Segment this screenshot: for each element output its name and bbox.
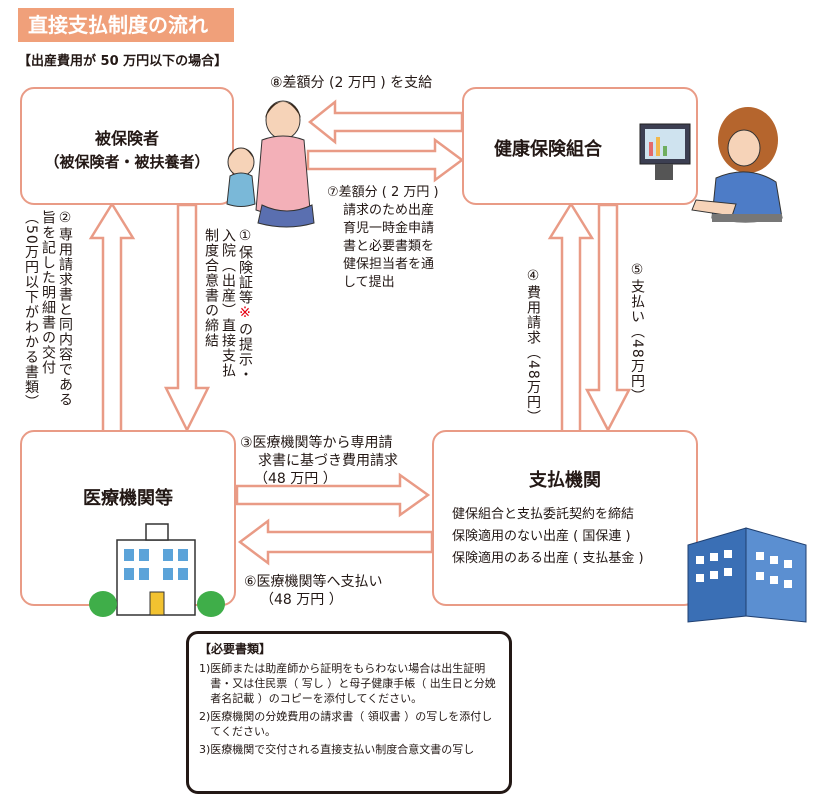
required-docs-heading: 【必要書類】: [199, 642, 272, 656]
page-title: 直接支払制度の流れ: [18, 8, 234, 42]
required-docs-item-1: 1) 医師または助産師から証明をもらわない場合は出生証明書・又は住民票（ 写し …: [199, 661, 499, 706]
union-title: 健康保険組合: [494, 139, 602, 160]
medical-box: 医療機関等: [20, 430, 236, 606]
flow-3-line-1: ③医療機関等から専用請: [240, 435, 393, 451]
arrow-7: [306, 137, 465, 183]
arrow-3: [235, 472, 431, 518]
flow-4-label: ④費用請求（48万円）: [525, 268, 541, 425]
insured-subtitle: （被保険者・被扶養者）: [44, 153, 210, 171]
arrow-6: [237, 518, 434, 566]
flow-1-mark: ※: [237, 305, 253, 322]
arrow-5: [584, 203, 632, 433]
required-docs-item-2-text: 医療機関の分娩費用の請求書（ 領収書 ）の写しを添付してください。: [210, 710, 493, 738]
flow-1-line-2: の提示・: [237, 322, 253, 382]
flow-2-line-2: 旨を記した明細書の交付: [40, 210, 56, 375]
flow-1-label: ①保険証等※の提示・ 入院（出産）直接支払 制度合意書の締結: [202, 228, 253, 408]
required-docs-box: 【必要書類】 1) 医師または助産師から証明をもらわない場合は出生証明書・又は住…: [186, 631, 512, 794]
required-docs-item-1-text: 医師または助産師から証明をもらわない場合は出生証明書・又は住民票（ 写し ）と母…: [210, 662, 496, 705]
flow-1-line-4: 制度合意書の締結: [203, 228, 219, 348]
flow-5-label: ⑤支払い（48万円）: [629, 262, 645, 404]
flow-6-label: ⑥医療機関等へ支払い （48 万円 ）: [244, 573, 383, 609]
flow-3-line-3: （48 万円 ）: [254, 471, 337, 487]
insured-box: 被保険者 （被保険者・被扶養者）: [20, 87, 234, 205]
insured-title: 被保険者: [94, 129, 159, 148]
flow-2-line-3: （50万円以下がわかる書類）: [23, 210, 39, 410]
condition-label: 【出産費用が 50 万円以下の場合】: [18, 54, 228, 69]
payment-line-3: 保険適用のある出産 ( 支払基金 ): [452, 551, 644, 566]
required-docs-item-3: 3) 医療機関で交付される直接支払い制度合意文書の写し: [199, 742, 499, 757]
required-docs-item-2-num: 2): [199, 710, 211, 723]
required-docs-item-2: 2) 医療機関の分娩費用の請求書（ 領収書 ）の写しを添付してください。: [199, 709, 499, 739]
flow-2-line-1: ②専用請求書と同内容である: [57, 210, 73, 407]
flow-7-line-5: 健保担当者を通: [343, 257, 435, 272]
flow-6-line-2: （48 万円 ）: [260, 592, 343, 608]
flow-3-label: ③医療機関等から専用請 求書に基づき費用請求 （48 万円 ）: [240, 434, 398, 488]
flow-3-line-2: 求書に基づき費用請求: [258, 453, 398, 469]
arrow-4: [547, 201, 595, 434]
required-docs-item-1-num: 1): [199, 662, 211, 675]
required-docs-item-3-num: 3): [199, 743, 211, 756]
arrow-2: [88, 201, 136, 434]
flow-2-label: ②専用請求書と同内容である 旨を記した明細書の交付 （50万円以下がわかる書類）: [22, 210, 73, 430]
flow-7-line-6: して提出: [343, 275, 395, 290]
payment-line-1: 健保組合と支払委託契約を締結: [452, 507, 635, 522]
medical-title: 医療機関等: [83, 488, 173, 509]
flow-7-line-3: 育児一時金申請: [343, 221, 435, 236]
payment-title: 支払機関: [529, 470, 601, 491]
flow-1-line-1: ①保険証等: [237, 228, 253, 305]
flow-7-line-4: 書と必要書類を: [343, 239, 435, 254]
required-docs-item-3-text: 医療機関で交付される直接支払い制度合意文書の写し: [210, 743, 475, 756]
arrow-8: [307, 99, 464, 145]
payment-line-2: 保険適用のない出産 ( 国保連 ): [452, 529, 631, 544]
flow-1-line-3: 入院（出産）直接支払: [220, 228, 236, 378]
flow-7-label: ⑦差額分 ( 2 万円 ) 請求のため出産 育児一時金申請 書と必要書類を 健保…: [315, 184, 465, 292]
flow-7-line-1: ⑦差額分 ( 2 万円 ): [327, 185, 439, 200]
payment-box: 支払機関 健保組合と支払委託契約を締結 保険適用のない出産 ( 国保連 ) 保険…: [432, 430, 698, 606]
flow-7-line-2: 請求のため出産: [343, 203, 435, 218]
arrow-1: [163, 203, 211, 433]
union-box: 健康保険組合: [462, 87, 698, 205]
flow-6-line-1: ⑥医療機関等へ支払い: [244, 574, 383, 590]
flow-8-label: ⑧差額分 (2 万円 ) を支給: [270, 75, 433, 91]
